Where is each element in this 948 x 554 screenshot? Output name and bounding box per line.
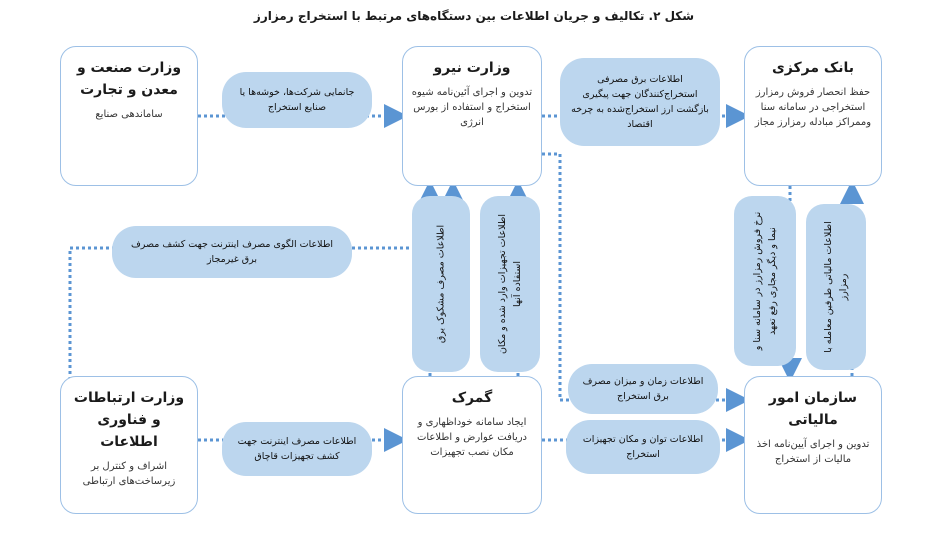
box-customs-title: گمرک — [451, 390, 493, 406]
box-ministry-energy-title: وزارت نیرو — [433, 60, 511, 76]
box-central-bank-title: بانک مرکزی — [771, 60, 855, 76]
flow-tax-bank-b: اطلاعات مالیاتی طرفین معامله با رمزارز — [806, 204, 866, 370]
box-central-bank-desc: حفظ انحصار فروش رمزارز استخراجی در سامان… — [754, 87, 872, 128]
box-ministry-industry: وزارت صنعت و معدن و تجارت ساماندهی صنایع — [60, 46, 198, 186]
flow-ict-customs: اطلاعات مصرف اینترنت جهت کشف تجهیزات قاچ… — [222, 422, 372, 476]
flow-tax-bank-a-label: نرخ فروش رمزارز در سامانه سنا و نیما و د… — [752, 211, 778, 351]
box-tax-affairs-desc: تدوین و اجرای آیین‌نامه اخذ مالیات از اس… — [756, 439, 870, 465]
box-ministry-energy-desc: تدوین و اجرای آئین‌نامه شیوه استخراج و ا… — [411, 87, 533, 128]
flow-energy-tax: اطلاعات زمان و میزان مصرف برق استخراج — [568, 364, 718, 414]
box-customs-desc: ایجاد سامانه خوداظهاری و دریافت عوارض و … — [416, 417, 528, 458]
arrow-ict-energy — [68, 180, 465, 380]
flow-tax-bank-a: نرخ فروش رمزارز در سامانه سنا و نیما و د… — [734, 196, 796, 366]
flow-tax-bank-b-label: اطلاعات مالیاتی طرفین معامله با رمزارز — [823, 221, 849, 353]
box-tax-affairs: سازمان امور مالیاتی تدوین و اجرای آیین‌ن… — [744, 376, 882, 514]
figure-title: شکل ۲. تکالیف و جریان اطلاعات بین دستگاه… — [253, 9, 695, 23]
flow-ict-energy: اطلاعات الگوی مصرف اینترنت جهت کشف مصرف … — [112, 226, 352, 278]
flow-customs-tax: اطلاعات توان و مکان تجهیزات استخراج — [566, 420, 720, 474]
flow-customs-energy-a: اطلاعات مصرف مشکوک برق — [412, 196, 470, 372]
box-customs: گمرک ایجاد سامانه خوداظهاری و دریافت عوا… — [402, 376, 542, 514]
box-ministry-industry-title: وزارت صنعت و معدن و تجارت — [76, 60, 182, 98]
flow-industry-energy: جانمایی شرکت‌ها، خوشه‌ها یا صنایع استخرا… — [222, 72, 372, 128]
flow-customs-energy-b-label: اطلاعات تجهیزات وارد شده و مکان استفاده … — [497, 213, 523, 355]
box-ministry-ict-desc: اشراف و کنترل بر زیرساخت‌های ارتباطی — [82, 461, 176, 487]
box-ministry-ict-title: وزارت ارتباطات و فناوری اطلاعات — [73, 390, 185, 450]
flow-customs-energy-b: اطلاعات تجهیزات وارد شده و مکان استفاده … — [480, 196, 540, 372]
box-ministry-energy: وزارت نیرو تدوین و اجرای آئین‌نامه شیوه … — [402, 46, 542, 186]
flow-customs-energy-a-label: اطلاعات مصرف مشکوک برق — [435, 224, 447, 344]
box-tax-affairs-title: سازمان امور مالیاتی — [768, 390, 858, 428]
box-ministry-ict: وزارت ارتباطات و فناوری اطلاعات اشراف و … — [60, 376, 198, 514]
box-central-bank: بانک مرکزی حفظ انحصار فروش رمزارز استخرا… — [744, 46, 882, 186]
flow-energy-bank: اطلاعات برق مصرفی استخراج‌کنندگان جهت پی… — [560, 58, 720, 146]
box-ministry-industry-desc: ساماندهی صنایع — [95, 109, 163, 120]
